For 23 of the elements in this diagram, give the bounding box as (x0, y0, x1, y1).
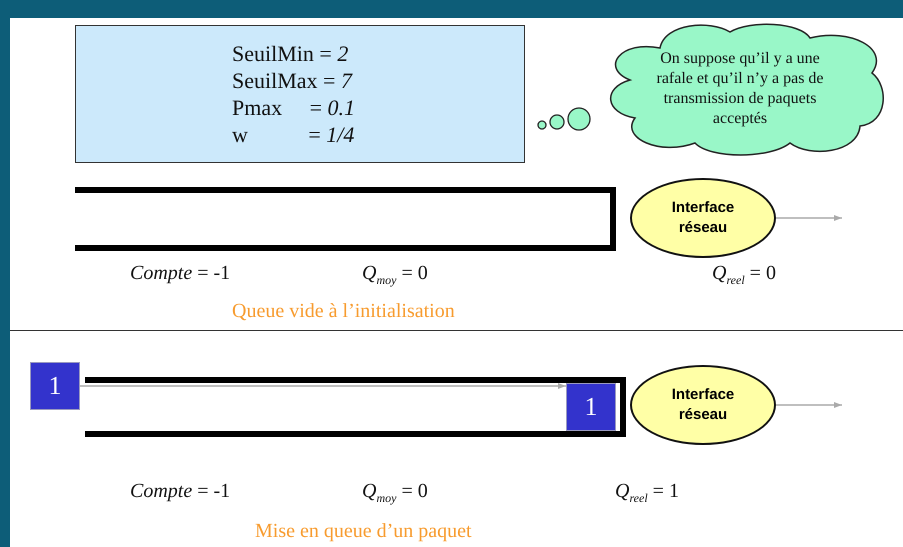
thought-text: On suppose qu’il y a une rafale et qu’il n’y a pas de transmission de paquets acceptés (655, 49, 825, 129)
variable-value: Compte = -1 (130, 262, 230, 285)
packet-box: 1 (30, 362, 80, 410)
parameter-text: Pmax = 0.1 (232, 94, 356, 121)
variable-value: Q$_{reel}$ = 1 (615, 480, 679, 506)
interface-label: Interface réseau (670, 198, 736, 238)
packet-box: 1 (566, 383, 616, 431)
parameter-text: SeuilMin = 2 (232, 40, 350, 67)
variable-value: Q$_{moy}$ = 0 (362, 262, 428, 288)
parameter-text: SeuilMax = 7 (232, 67, 354, 94)
arrow (80, 383, 566, 389)
variable-value: Compte = -1 (130, 480, 230, 503)
arrow (776, 402, 842, 408)
variable-value: Q$_{reel}$ = 0 (712, 262, 776, 288)
arrow (776, 215, 842, 221)
parameter-box (75, 25, 525, 163)
queue-bar (85, 377, 626, 437)
interface-label: Interface réseau (670, 385, 736, 425)
queue-bar (75, 187, 616, 251)
parameter-text: w = 1/4 (232, 121, 356, 148)
variable-value: Q$_{moy}$ = 0 (362, 480, 428, 506)
caption: Mise en queue d’un paquet (255, 520, 472, 543)
caption: Queue vide à l’initialisation (232, 300, 455, 323)
